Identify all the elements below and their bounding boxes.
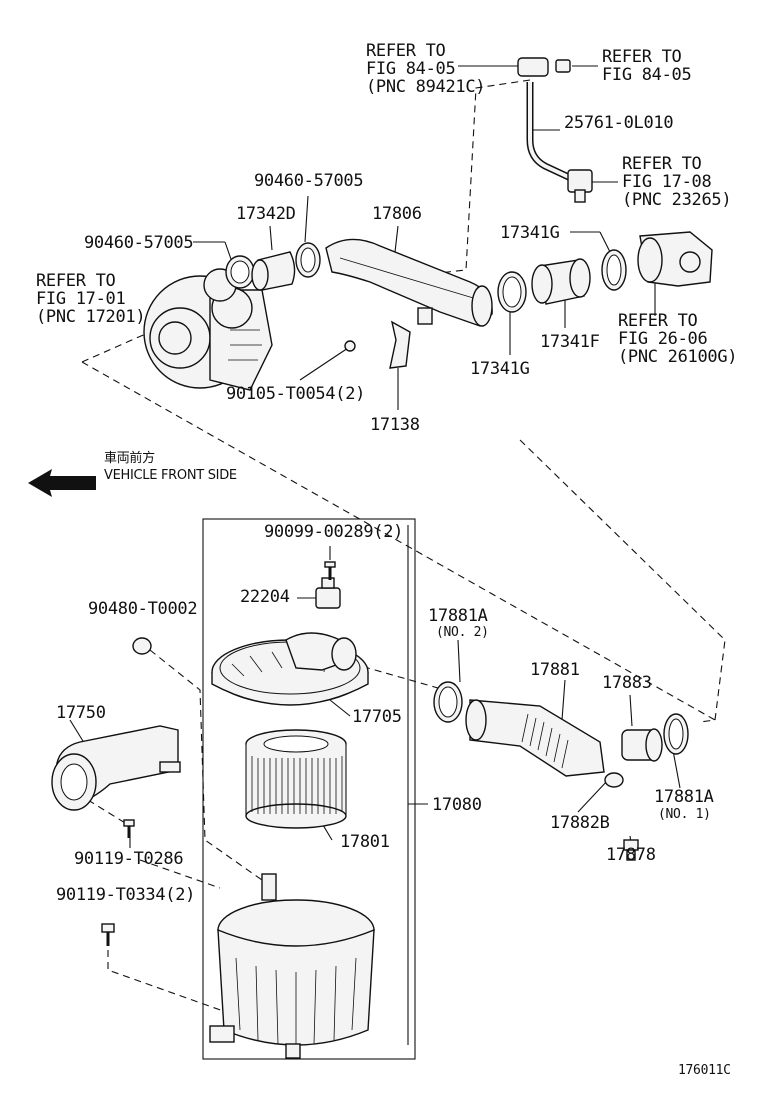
label-22204: 22204	[240, 587, 290, 607]
pipe-17806	[325, 238, 493, 327]
refer-fig-84-05-b: REFER TO FIG 84-05	[602, 47, 692, 85]
clamp-90460-b	[295, 242, 321, 278]
clamp-17341g-bottom	[497, 271, 527, 313]
label-17881a-no2: 17881A	[428, 606, 488, 626]
vehicle-front-arrow-icon	[28, 469, 96, 497]
label-17881a-no1-note: (NO. 1)	[658, 807, 711, 822]
air-intake-duct-17750	[51, 725, 181, 811]
gasket-17882b	[604, 772, 624, 788]
bracket-17138	[344, 320, 411, 369]
screw-90099	[324, 561, 336, 580]
clamp-17881a-no1	[663, 713, 689, 755]
label-17138: 17138	[370, 415, 420, 435]
vehicle-front-english: VEHICLE FRONT SIDE	[104, 468, 237, 483]
connector-17878	[623, 839, 639, 861]
label-17801: 17801	[340, 832, 390, 852]
label-17806: 17806	[372, 204, 422, 224]
label-17341g-top: 17341G	[500, 223, 560, 243]
throttle-body	[637, 231, 713, 287]
label-17341f: 17341F	[540, 332, 600, 352]
label-90480-t0002: 90480-T0002	[88, 599, 198, 619]
label-90105-t0054: 90105-T0054(2)	[226, 384, 366, 404]
label-17750: 17750	[56, 703, 106, 723]
label-90119-t0286: 90119-T0286	[74, 849, 184, 869]
label-25761-0l010: 25761-0L010	[564, 113, 674, 133]
air-cleaner-case	[209, 873, 375, 1059]
label-17881a-no2-note: (NO. 2)	[436, 625, 489, 640]
label-17883: 17883	[602, 673, 652, 693]
clamp-17341g-top	[601, 249, 627, 291]
label-90119-t0334: 90119-T0334(2)	[56, 885, 196, 905]
refer-fig-84-05-a: REFER TO FIG 84-05 (PNC 89421C)	[366, 41, 486, 97]
clamp-17881a-no2	[433, 681, 463, 723]
figure-id: 176011C	[678, 1063, 731, 1078]
label-17080: 17080	[432, 795, 482, 815]
air-cleaner-cap-17705	[211, 632, 369, 706]
label-17341g-bottom: 17341G	[470, 359, 530, 379]
refer-fig-26-06: REFER TO FIG 26-06 (PNC 26100G)	[618, 311, 738, 367]
nut-90480	[132, 637, 152, 655]
label-90099-00289: 90099-00289(2)	[264, 522, 404, 542]
hose-17341f	[531, 258, 591, 305]
hose-17342d	[251, 251, 296, 291]
hose-17883	[621, 728, 663, 762]
clamp-90460-a	[225, 255, 255, 289]
label-17881a-no1: 17881A	[654, 787, 714, 807]
refer-fig-17-01: REFER TO FIG 17-01 (PNC 17201)	[36, 271, 146, 327]
refer-fig-17-08: REFER TO FIG 17-08 (PNC 23265)	[622, 154, 732, 210]
label-17882b: 17882B	[550, 813, 610, 833]
label-90460-57005-b: 90460-57005	[84, 233, 194, 253]
label-17881: 17881	[530, 660, 580, 680]
bolt-90119-a	[123, 819, 135, 838]
turbocharger	[143, 268, 273, 391]
vehicle-front-japanese: 車両前方	[104, 451, 155, 466]
label-17705: 17705	[352, 707, 402, 727]
label-17342d: 17342D	[236, 204, 296, 224]
label-17878: 17878	[606, 845, 656, 865]
hose-17881	[465, 699, 605, 777]
filter-element-17801	[245, 729, 347, 829]
label-90460-57005-a: 90460-57005	[254, 171, 364, 191]
bolt-90119-b	[101, 923, 115, 946]
pipe-25761	[517, 57, 593, 203]
assembly-outline-box	[202, 518, 416, 1060]
air-flow-meter-22204	[315, 577, 341, 609]
